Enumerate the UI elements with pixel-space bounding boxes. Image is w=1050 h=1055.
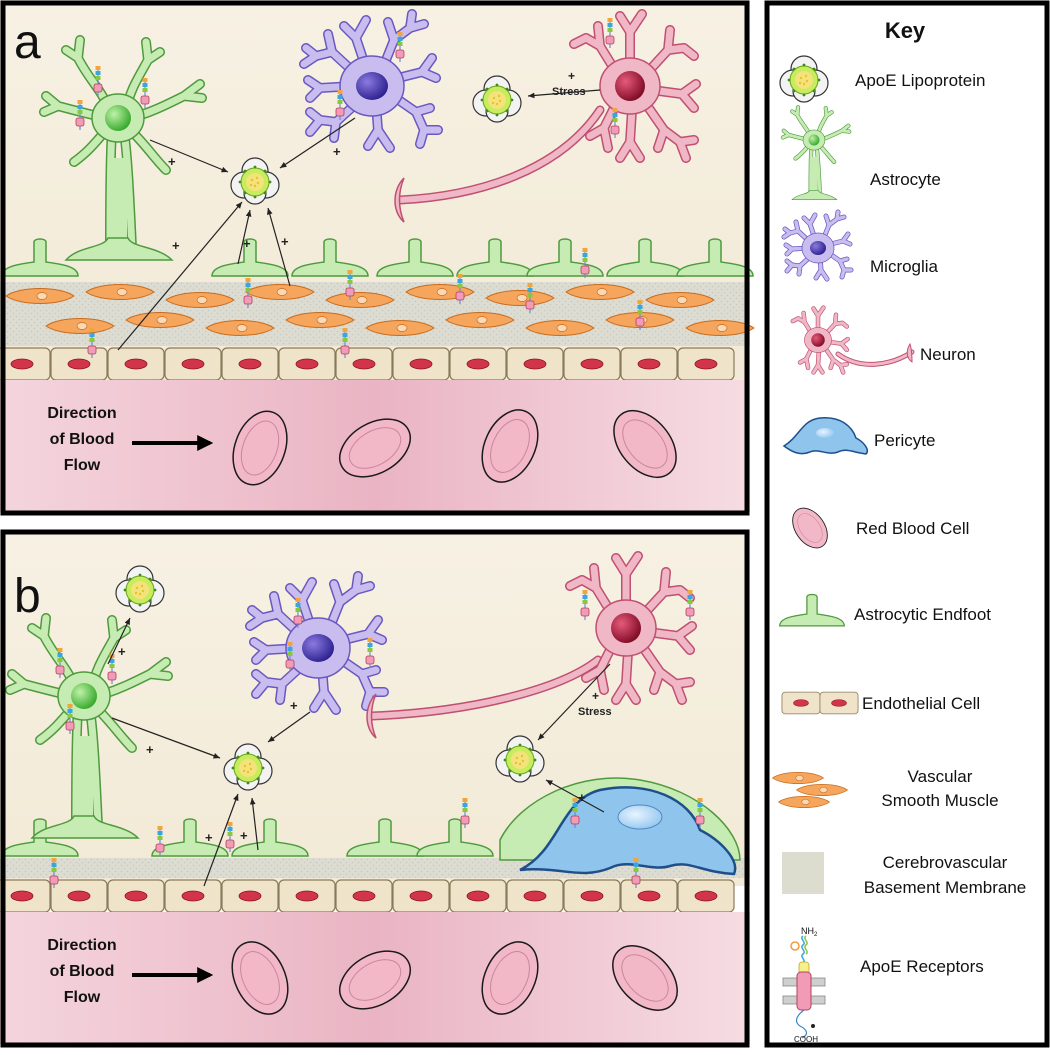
panel-letter-b: b [14, 570, 41, 623]
key-label-pericyte: Pericyte [874, 431, 935, 450]
flow-label-2: of Blood [50, 431, 115, 448]
plus-sign: + [118, 644, 126, 659]
plus-sign: + [205, 830, 213, 845]
smooth-muscle-layer [0, 282, 755, 346]
key-neuron-icon [793, 308, 915, 373]
key-label-vsm-2: Smooth Muscle [881, 791, 998, 810]
endothelial-layer [0, 347, 735, 381]
arrows [117, 89, 601, 351]
key-endothelial-icon [781, 691, 859, 715]
key-label-astrocyte: Astrocyte [870, 170, 941, 189]
key-label-vsm-1: Vascular [908, 767, 973, 786]
key-label-red-blood-cell: Red Blood Cell [856, 519, 969, 538]
key-label-astrocytic-endfoot: Astrocytic Endfoot [854, 605, 991, 624]
stress-label: Stress [552, 86, 586, 98]
key-title: Key [885, 18, 926, 43]
key-membrane-icon [782, 852, 824, 894]
key-label-apoe-receptors: ApoE Receptors [860, 957, 984, 976]
plus-sign: + [578, 790, 586, 805]
key-cooh-label: COOH [794, 1035, 818, 1044]
key-label-cbm-1: Cerebrovascular [883, 853, 1008, 872]
panel-a: + + + + + + Stress Direction of Blood Fl… [0, 0, 755, 516]
flow-label-3: Flow [64, 989, 101, 1006]
key-label-microglia: Microglia [870, 257, 939, 276]
key-label-neuron: Neuron [920, 345, 976, 364]
key-label-apoe-lipoprotein: ApoE Lipoprotein [855, 71, 985, 90]
panel-b: + + + + + + + Stress Direction of Blood … [0, 529, 750, 1048]
key-receptor-icon [782, 935, 826, 1039]
stress-label: Stress [578, 706, 612, 718]
flow-label-3: Flow [64, 457, 101, 474]
plus-sign: + [290, 698, 298, 713]
plus-sign: + [146, 742, 154, 757]
flow-label-2: of Blood [50, 963, 115, 980]
plus-sign: + [333, 144, 341, 159]
plus-sign: + [168, 154, 176, 169]
flow-label-1: Direction [47, 937, 116, 954]
flow-label-1: Direction [47, 405, 116, 422]
plus-sign: + [243, 236, 251, 251]
key-nh2-label: NH2 [801, 926, 818, 938]
plus-sign: + [281, 234, 289, 249]
arrows [107, 617, 611, 887]
plus-sign: + [172, 238, 180, 253]
key-label-endothelial-cell: Endothelial Cell [862, 694, 980, 713]
panel-letter-a: a [14, 16, 41, 69]
key-label-cbm-2: Basement Membrane [864, 878, 1027, 897]
stress-plus: + [568, 69, 575, 83]
endothelial-layer [0, 879, 735, 913]
stress-plus: + [592, 689, 599, 703]
key-panel: Key ApoE Lipoprotein Astrocyte Microglia… [764, 0, 1050, 1048]
plus-sign: + [240, 828, 248, 843]
